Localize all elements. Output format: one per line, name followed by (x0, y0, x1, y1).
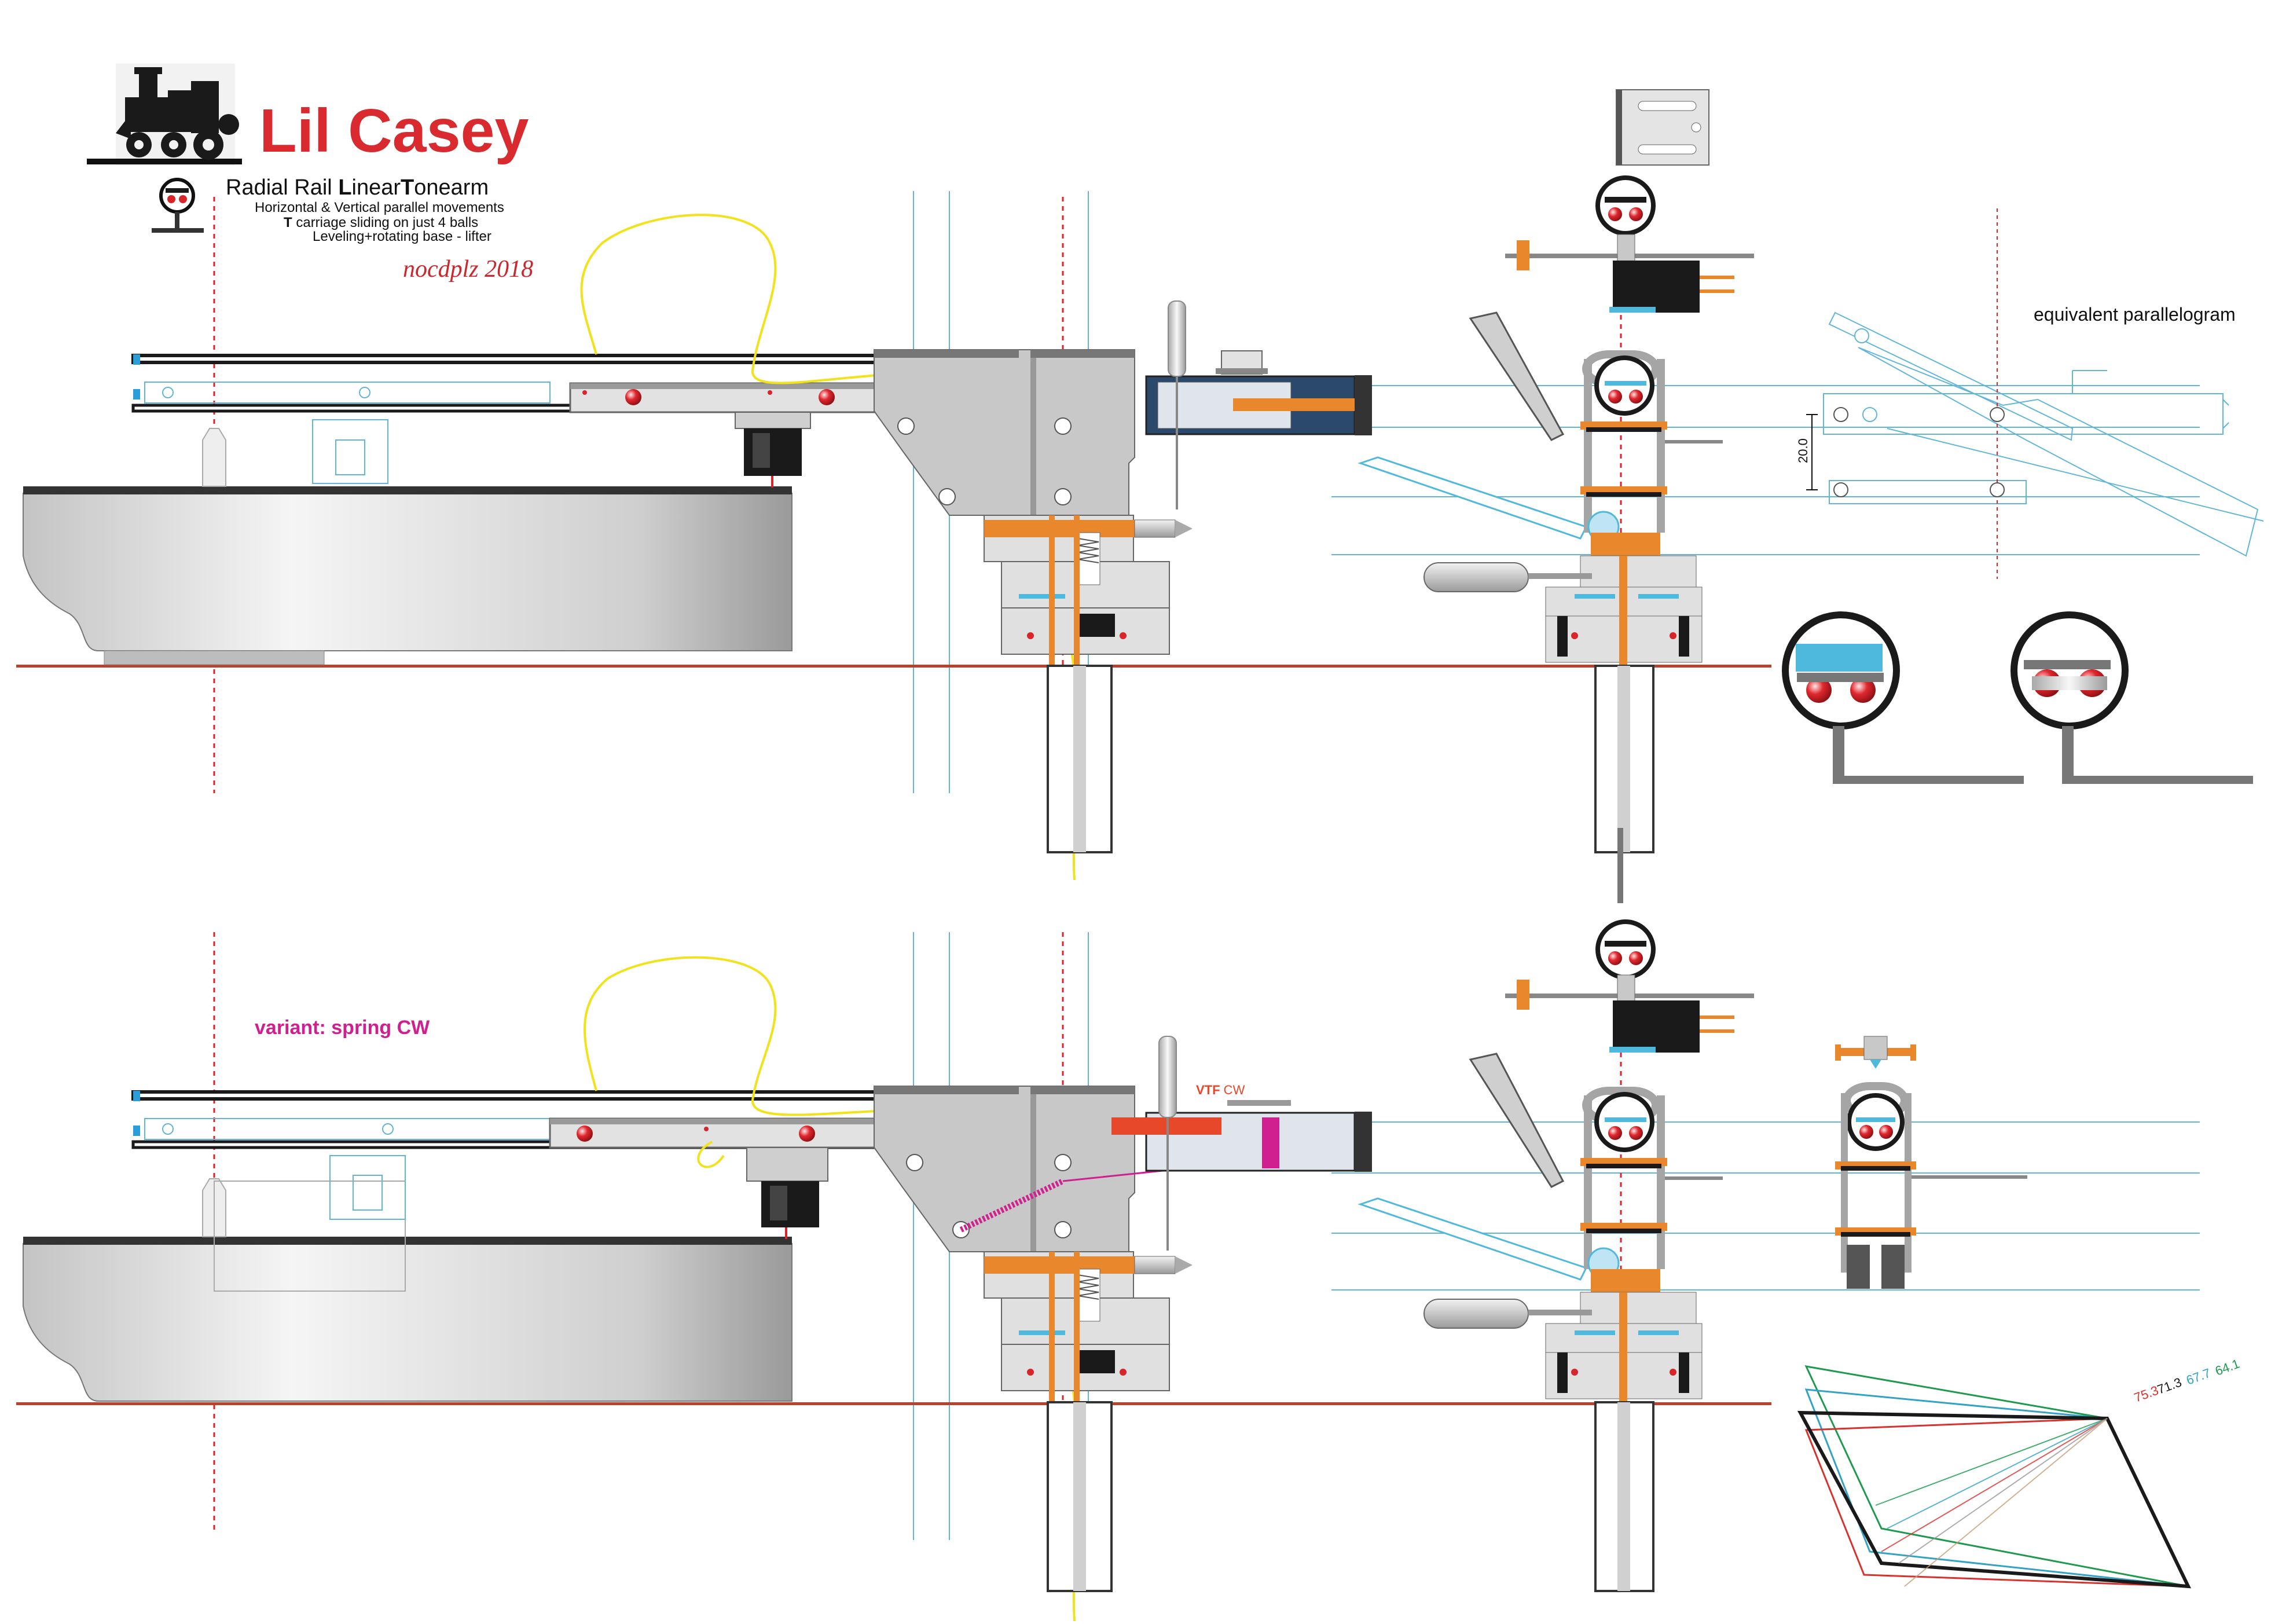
guide-lines (913, 191, 2200, 1540)
angle-label-3: 67.7 (2184, 1366, 2213, 1388)
front-view-variant (1358, 919, 1754, 1592)
angle-label-4: 64.1 (2213, 1357, 2241, 1379)
rail-section-shaft (2010, 611, 2253, 784)
vtf-label: VTF CW (1196, 1083, 1245, 1097)
locomotive-icon (87, 64, 242, 166)
angle-labels: 75.3 71.3 67.7 64.1 (2132, 1357, 2241, 1405)
base-column-left (984, 515, 1193, 853)
platter-variant (23, 1178, 793, 1402)
equivalent-parallelogram: equivalent parallelogram 20.0 (1796, 208, 2264, 579)
angle-diagram (1797, 1365, 2191, 1589)
title-block: Lil Casey Radial Rail LinearTonearm Hori… (87, 64, 533, 283)
ground-lines (16, 665, 1771, 1405)
app-title: Lil Casey (259, 97, 529, 165)
feature-line-1: Horizontal & Vertical parallel movements (255, 200, 504, 215)
signature: nocdplz 2018 (403, 256, 533, 283)
bottom-assembly: variant: spring CW (23, 919, 2241, 1622)
rail-carriage-icon (152, 178, 204, 233)
rail-section-pads (1782, 611, 2024, 784)
app-subtitle: Radial Rail LinearTonearm (226, 175, 489, 200)
top-assembly: equivalent parallelogram 20.0 (23, 89, 2264, 903)
platter (23, 428, 793, 665)
variant-label: variant: spring CW (255, 1017, 430, 1039)
pivot-housing-variant: VTF CW (874, 1036, 1372, 1256)
front-view-compact (1835, 1036, 2027, 1289)
feature-line-2: T carriage sliding on just 4 balls (284, 215, 478, 230)
base-column-variant (984, 1251, 1193, 1592)
arm-beam (131, 354, 977, 487)
equivalent-label: equivalent parallelogram (2034, 304, 2236, 325)
front-view-top (1358, 89, 1754, 903)
angle-label-2: 71.3 (2155, 1375, 2184, 1397)
dimension-label: 20.0 (1796, 438, 1810, 463)
feature-line-3: Leveling+rotating base - lifter (313, 229, 491, 244)
